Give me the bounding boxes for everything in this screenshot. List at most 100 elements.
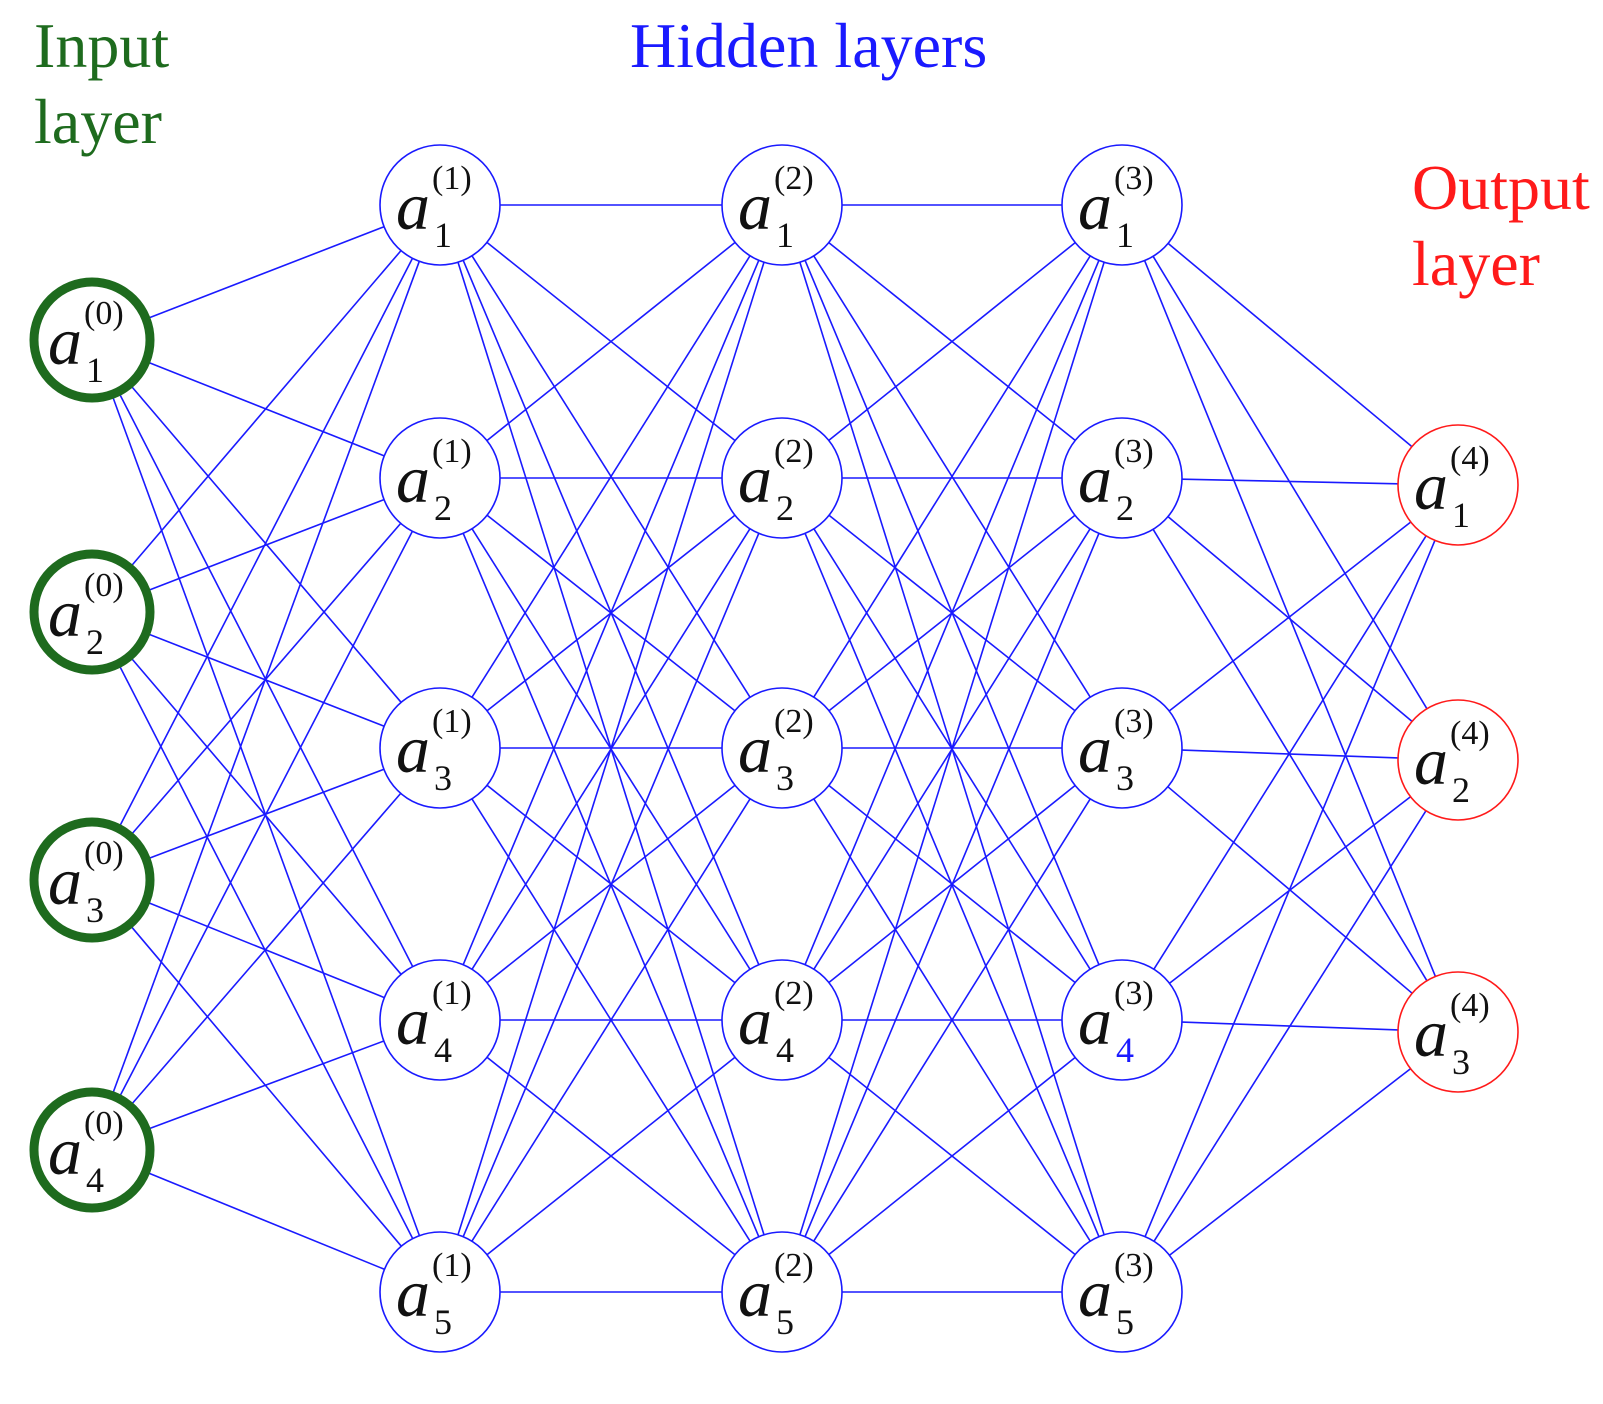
node-label-base: a: [1078, 441, 1112, 517]
input-layer-title-line-2: layer: [34, 86, 162, 157]
input-layer-title: Input layer: [34, 8, 169, 160]
node-label-superscript: (2): [774, 975, 814, 1012]
connection-edges: [111, 204, 1437, 1293]
edge-l1-n4-to-l2-n1: [462, 259, 760, 966]
node-circle: [1061, 1231, 1183, 1353]
input-layer-title-line-1: Input: [34, 10, 170, 81]
node-label-subscript: 3: [86, 890, 104, 930]
node-label-base: a: [738, 983, 772, 1059]
edge-l0-n4-to-l1-n5: [145, 1171, 385, 1271]
edge-l2-n5-to-l3-n3: [813, 798, 1091, 1242]
node-circle: [29, 277, 155, 403]
node-label-superscript: (4): [1450, 440, 1490, 477]
node-label-superscript: (3): [1114, 703, 1154, 740]
node-label-subscript: 2: [86, 622, 104, 662]
node-label-subscript: 5: [434, 1302, 452, 1342]
edge-l1-n5-to-l2-n2: [462, 532, 760, 1238]
node-label-subscript: 1: [434, 215, 452, 255]
node-label-superscript: (0): [84, 295, 124, 332]
edge-l3-n4-to-l4-n1: [1153, 535, 1427, 970]
hidden-layers-title-line-1: Hidden layers: [630, 10, 988, 81]
node-label-base: a: [396, 441, 430, 517]
edge-l2-n5-to-l3-n1: [799, 262, 1105, 1235]
edge-l0-n3-to-l1-n1: [117, 257, 414, 829]
node-label-base: a: [48, 575, 82, 651]
edge-l3-n1-to-l4-n1: [1167, 242, 1413, 448]
edge-l3-n5-to-l4-n1: [1144, 540, 1436, 1237]
node-label-base: a: [738, 441, 772, 517]
node-circle: [29, 1087, 155, 1213]
node-label-subscript: 3: [1116, 758, 1134, 798]
node-label-superscript: (3): [1114, 160, 1154, 197]
edge-l3-n1-to-l4-n2: [1152, 255, 1428, 710]
output-layer-title-line-2: layer: [1412, 228, 1540, 299]
node-label-superscript: (0): [84, 1105, 124, 1142]
node-label-base: a: [48, 1113, 82, 1189]
node-label-superscript: (0): [84, 567, 124, 604]
node-label-superscript: (1): [432, 703, 472, 740]
edge-l0-n2-to-l1-n1: [129, 250, 402, 569]
node-label-subscript: 5: [1116, 1302, 1134, 1342]
node-label-base: a: [738, 711, 772, 787]
edge-l2-n3-to-l3-n1: [813, 255, 1091, 698]
node-label-superscript: (3): [1114, 433, 1154, 470]
node-circle: [721, 959, 843, 1081]
node-label-subscript: 2: [434, 488, 452, 528]
node-label-superscript: (4): [1450, 715, 1490, 752]
edge-l2-n4-to-l3-n1: [804, 260, 1100, 965]
node-label-superscript: (2): [774, 703, 814, 740]
edge-l2-n5-to-l3-n2: [804, 533, 1100, 1237]
edge-l3-n2-to-l4-n2: [1167, 515, 1413, 723]
node-circle: [29, 817, 155, 943]
edge-l1-n5-to-l2-n1: [457, 261, 765, 1236]
node-label-base: a: [1414, 723, 1448, 799]
node-label-base: a: [396, 168, 430, 244]
node-label-base: a: [1414, 995, 1448, 1071]
node-circle: [379, 144, 501, 266]
output-layer-title: Output layer: [1412, 150, 1590, 302]
node-circle: [379, 687, 501, 809]
node-label-base: a: [396, 983, 430, 1059]
edge-l3-n3-to-l4-n1: [1168, 521, 1412, 712]
hidden-layers-title: Hidden layers: [630, 8, 987, 84]
node-label-subscript: 3: [1452, 1042, 1470, 1082]
edge-l3-n2-to-l4-n3: [1152, 528, 1428, 982]
edge-l0-n4-to-l1-n4: [146, 1040, 385, 1131]
node-label-superscript: (1): [432, 433, 472, 470]
node-label-base: a: [48, 303, 82, 379]
node-label-base: a: [1078, 983, 1112, 1059]
node-label-subscript: 1: [776, 215, 794, 255]
node-label-base: a: [396, 1255, 430, 1331]
node-circle: [1397, 971, 1519, 1093]
edge-l3-n2-to-l4-n1: [1181, 478, 1399, 485]
node-label-base: a: [396, 711, 430, 787]
node-circle: [1061, 144, 1183, 266]
node-circle: [721, 1231, 843, 1353]
node-label-superscript: (4): [1450, 987, 1490, 1024]
node-label-base: a: [48, 843, 82, 919]
node-label-subscript: 3: [434, 758, 452, 798]
node-label-superscript: (1): [432, 160, 472, 197]
edge-l0-n4-to-l1-n1: [111, 261, 421, 1096]
node-circle: [29, 549, 155, 675]
node-circle: [721, 687, 843, 809]
